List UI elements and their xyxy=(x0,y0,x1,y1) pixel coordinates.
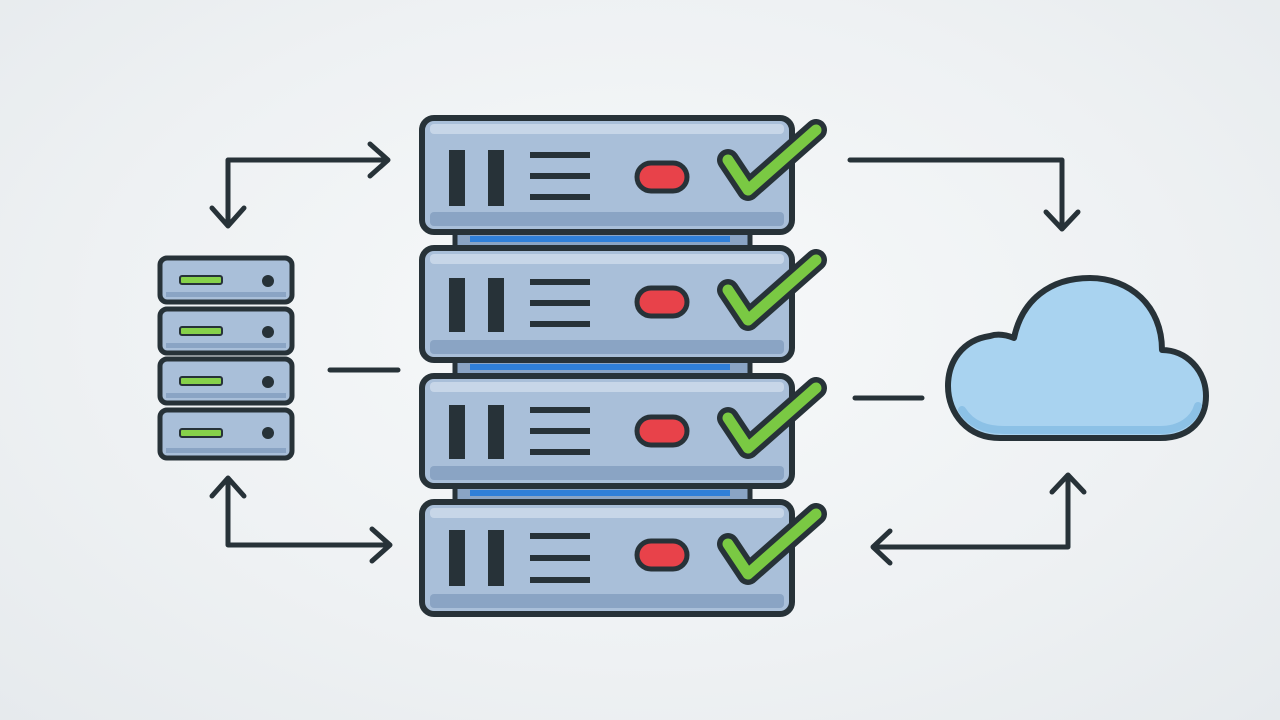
rack-server-unit xyxy=(419,499,827,617)
small-server-unit xyxy=(157,356,295,406)
main-server-rack xyxy=(419,115,827,617)
arrowhead-down-top-right xyxy=(1043,209,1081,232)
red-status-led-icon xyxy=(634,414,690,448)
small-server-unit xyxy=(157,306,295,356)
arrow-small-to-rack-bottom xyxy=(225,479,391,548)
arrowhead-down-top-left xyxy=(209,205,247,229)
green-led-icon xyxy=(179,326,223,336)
arrowhead-up-bottom-right xyxy=(1049,472,1087,495)
drive-bay-icon xyxy=(488,278,504,332)
red-status-led-icon xyxy=(634,285,690,319)
drive-bay-icon xyxy=(488,530,504,586)
arrowhead-right-bottom-left xyxy=(369,526,393,564)
arrowhead-right-top-left xyxy=(367,141,391,179)
power-dot-icon xyxy=(262,427,274,439)
cloud-icon xyxy=(945,275,1209,441)
drive-bay-icon xyxy=(449,278,465,332)
drive-bay-icon xyxy=(449,405,465,459)
drive-bay-icon xyxy=(488,405,504,459)
rack-server-unit xyxy=(419,115,827,235)
drive-bay-icon xyxy=(449,150,465,206)
arrow-small-to-rack-top xyxy=(225,157,388,225)
arrowhead-up-bottom-left xyxy=(209,475,247,499)
drive-bay-icon xyxy=(488,150,504,206)
arrow-rack-to-cloud-top xyxy=(847,157,1065,228)
rack-server-unit xyxy=(419,373,827,489)
checkmark-icon xyxy=(717,249,827,331)
rack-server-unit xyxy=(419,245,827,363)
green-led-icon xyxy=(179,275,223,285)
red-status-led-icon xyxy=(634,160,690,194)
arrow-cloud-to-rack-bottom xyxy=(872,477,1071,550)
vent-lines-icon xyxy=(530,279,590,327)
power-dot-icon xyxy=(262,376,274,388)
small-server-unit xyxy=(157,255,295,305)
checkmark-icon xyxy=(717,377,827,459)
vent-lines-icon xyxy=(530,152,590,200)
green-led-icon xyxy=(179,428,223,438)
connectors xyxy=(209,141,1087,566)
power-dot-icon xyxy=(262,326,274,338)
arrowhead-left-bottom-right xyxy=(870,528,893,566)
small-server-stack xyxy=(157,255,295,461)
red-status-led-icon xyxy=(634,538,690,572)
small-server-unit xyxy=(157,407,295,461)
vent-lines-icon xyxy=(530,533,590,583)
vent-lines-icon xyxy=(530,407,590,455)
power-dot-icon xyxy=(262,275,274,287)
checkmark-icon xyxy=(717,503,827,585)
drive-bay-icon xyxy=(449,530,465,586)
checkmark-icon xyxy=(717,119,827,201)
green-led-icon xyxy=(179,376,223,386)
